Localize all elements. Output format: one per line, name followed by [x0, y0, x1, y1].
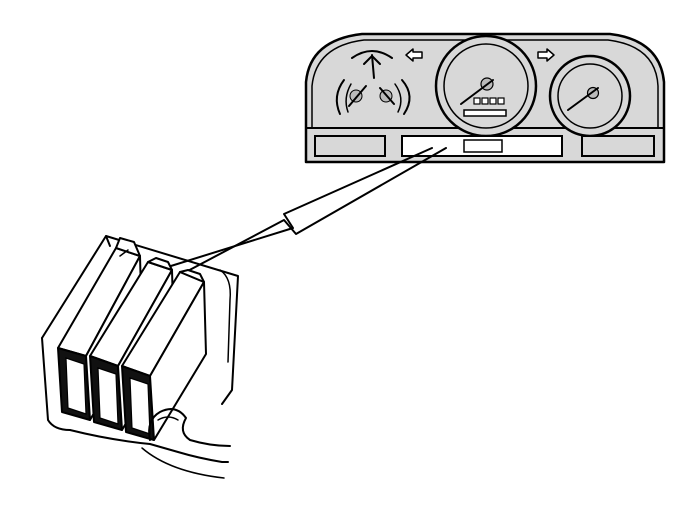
hand-lower-contour [141, 447, 225, 479]
odometer [473, 97, 505, 105]
fuel-gauge-arc [335, 79, 345, 115]
cluster-window-left [314, 135, 386, 157]
fuel-gauge-needle [348, 85, 367, 107]
speedometer-needle [460, 79, 494, 105]
fuel-gauge-inner [345, 83, 352, 113]
gauge-bezel-top [351, 50, 393, 59]
thumb-nail [157, 416, 179, 421]
hand [69, 429, 229, 463]
gauge-needle [371, 54, 375, 79]
signal-beam [157, 147, 447, 275]
temperature-gauge-needle [379, 87, 395, 105]
gauge-pointer-icon [363, 55, 381, 65]
signal-beam-upper [157, 147, 433, 271]
instrument-cluster [304, 32, 666, 164]
cluster-window-right [581, 135, 655, 157]
thumb [148, 408, 231, 447]
combined-gauge [335, 50, 411, 115]
temperature-gauge-arc [401, 79, 411, 115]
fob-housing-front [41, 337, 71, 431]
fob-top-edge [105, 235, 111, 247]
temperature-gauge-inner [394, 83, 402, 113]
tachometer-needle [567, 87, 599, 111]
fob-housing [41, 235, 239, 405]
signal-beam-lower [181, 147, 447, 275]
tachometer [548, 54, 632, 138]
fob-side-contour [219, 269, 232, 363]
turn-signal-right-icon [537, 48, 555, 62]
turn-signal-left-icon [405, 48, 423, 62]
key-fob-remote [41, 235, 239, 479]
fob-button-trunk [121, 269, 207, 441]
receiver-window [463, 139, 503, 153]
speedometer [434, 34, 538, 138]
trip-display [463, 109, 507, 117]
